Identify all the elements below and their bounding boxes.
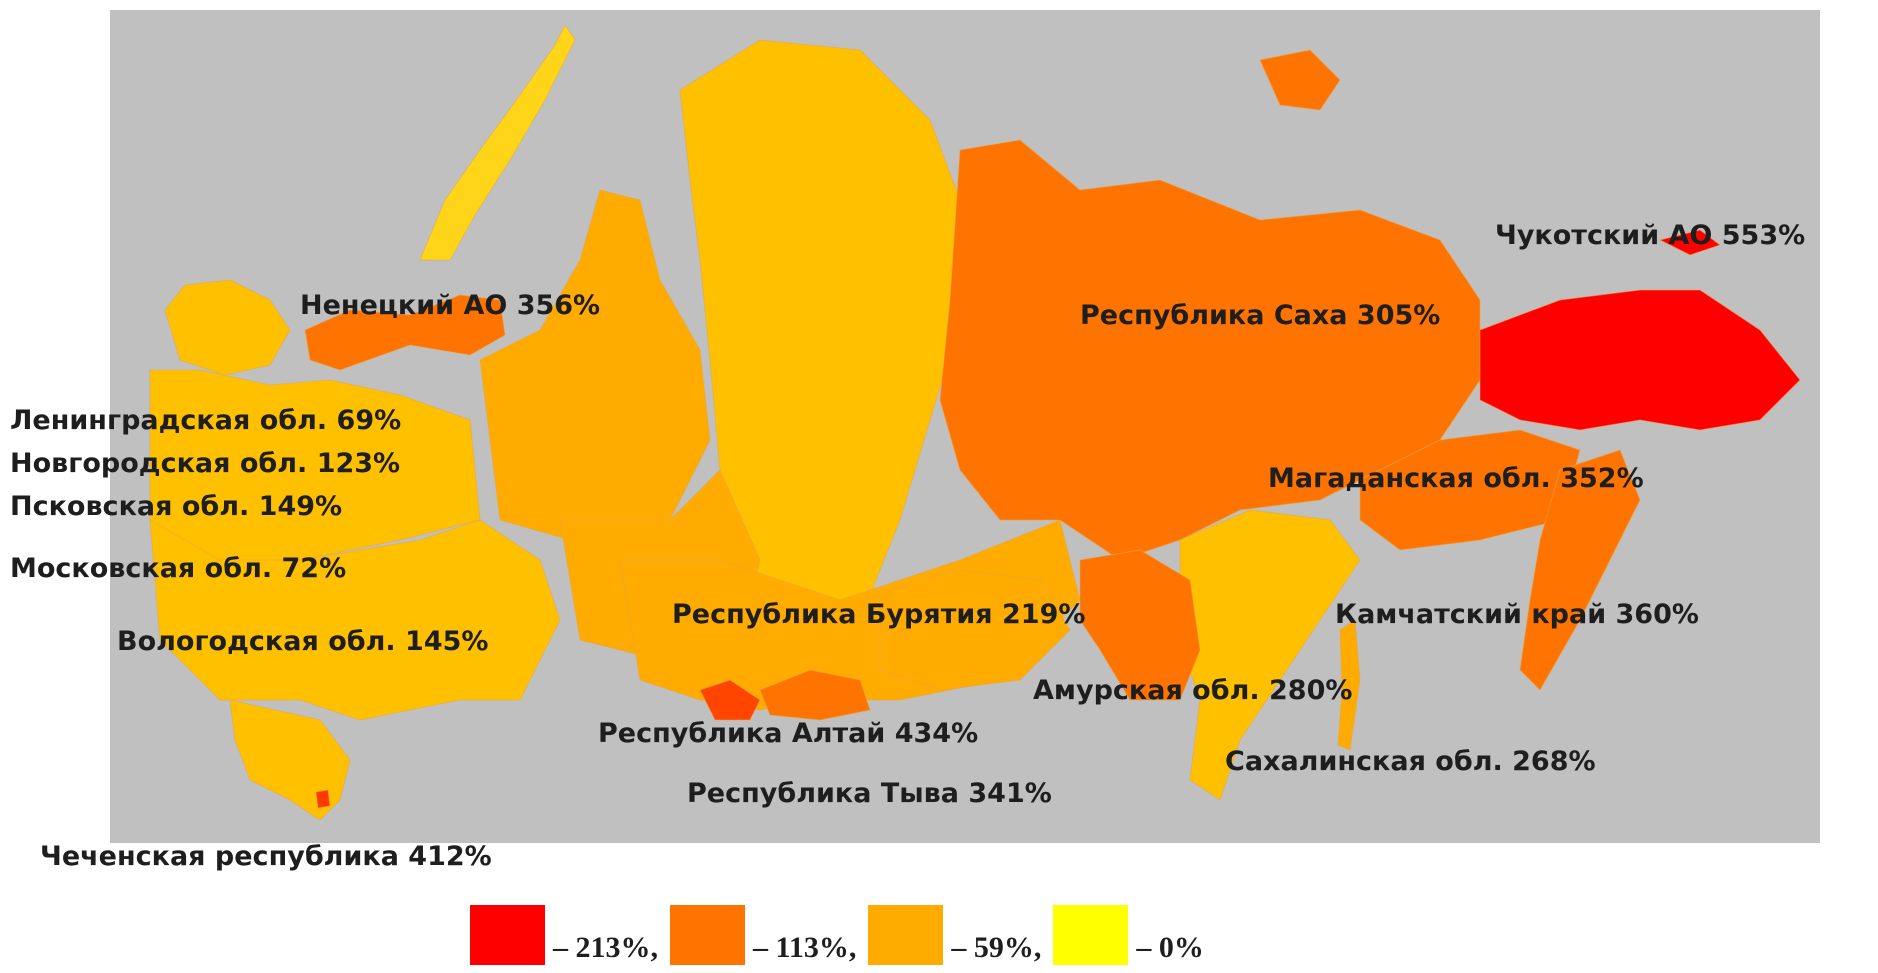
- region-kamchatka: [1519, 449, 1641, 691]
- region-chechnya: [315, 789, 331, 809]
- region-new-siberian-islands: [1259, 49, 1341, 111]
- label-magadan: Магаданская обл. 352%: [1268, 463, 1644, 494]
- label-chechnya: Чеченская республика 412%: [40, 841, 492, 872]
- region-amur: [1079, 549, 1201, 701]
- legend-swatch-dark-orange: [670, 905, 745, 965]
- legend-swatch-red: [470, 905, 545, 965]
- region-komi: [479, 189, 711, 541]
- legend-swatch-orange: [868, 905, 944, 965]
- region-chukotka: [1479, 289, 1801, 431]
- label-nenets: Ненецкий АО 356%: [300, 290, 601, 321]
- label-sakha: Республика Саха 305%: [1080, 300, 1441, 331]
- legend-label-213: – 213%,: [553, 931, 658, 964]
- label-amur: Амурская обл. 280%: [1033, 675, 1353, 706]
- region-altai: [699, 679, 761, 721]
- label-leningrad: Ленинградская обл. 69%: [10, 405, 402, 436]
- label-buryatia: Республика Бурятия 219%: [672, 599, 1086, 630]
- label-chukotka: Чукотский АО 553%: [1495, 220, 1806, 251]
- region-wrangel: [1658, 229, 1722, 256]
- region-buryatia: [879, 569, 1071, 691]
- legend-label-59: – 59%,: [951, 931, 1042, 964]
- legend-label-113: – 113%,: [753, 931, 857, 964]
- label-sakhalin: Сахалинская обл. 268%: [1225, 746, 1596, 777]
- region-khabarovsk: [1179, 509, 1361, 801]
- label-novgorod: Новгородская обл. 123%: [10, 448, 401, 479]
- legend-label-0: – 0%: [1136, 931, 1204, 964]
- region-south: [229, 699, 351, 821]
- legend-swatch-yellow: [1053, 905, 1129, 965]
- legend: – 213%, – 113%, – 59%, – 0%: [470, 905, 1216, 965]
- region-novaya-zemlya: [419, 24, 576, 261]
- label-vologda: Вологодская обл. 145%: [117, 626, 489, 657]
- label-kamchatka: Камчатский край 360%: [1335, 599, 1699, 630]
- region-central: [149, 519, 561, 721]
- label-pskov: Псковская обл. 149%: [10, 491, 343, 522]
- region-sakhalin: [1337, 619, 1361, 751]
- label-tuva: Республика Тыва 341%: [687, 778, 1052, 809]
- label-moscow: Московская обл. 72%: [10, 553, 347, 584]
- label-altai: Республика Алтай 434%: [598, 718, 979, 749]
- region-nenets: [304, 294, 506, 371]
- region-kola: [164, 279, 291, 376]
- region-tuva: [759, 669, 871, 721]
